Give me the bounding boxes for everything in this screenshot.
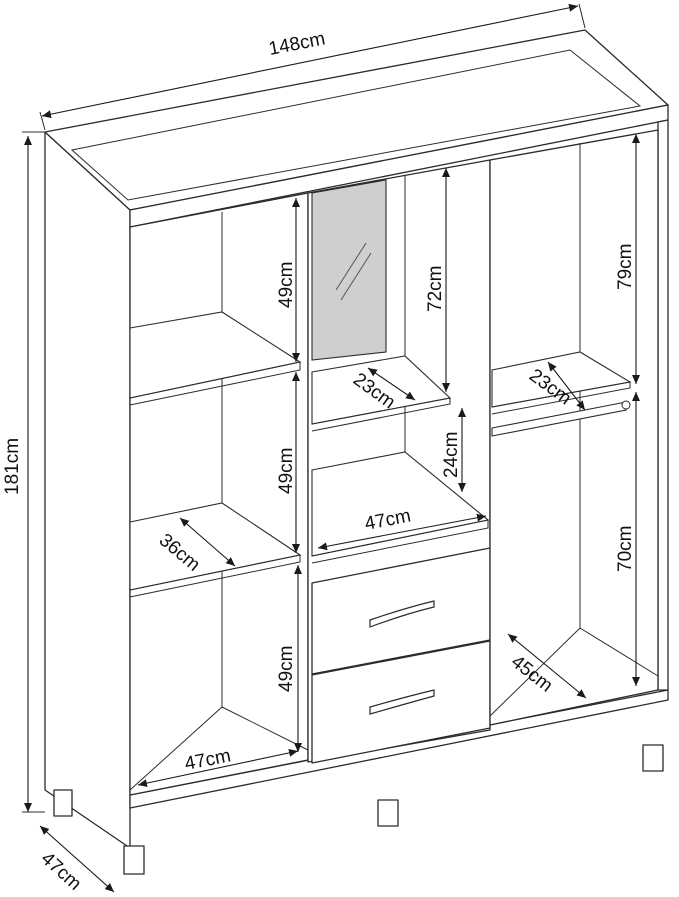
foot-front-left <box>123 845 145 875</box>
label-width: 148cm <box>267 28 327 59</box>
right-compartment-frame <box>489 129 659 726</box>
hanging-rod <box>491 401 627 437</box>
label-left-upper-niche: 49cm <box>276 262 297 308</box>
drawer-handle-upper <box>369 600 435 628</box>
drawer-handle-lower <box>369 689 435 715</box>
label-right-upper-height: 79cm <box>615 244 636 290</box>
label-height: 181cm <box>2 438 23 495</box>
right-side-panel <box>657 119 669 691</box>
foot-front-right <box>642 744 664 772</box>
dimension-lines <box>22 3 640 893</box>
foot-back-left <box>53 789 73 817</box>
label-center-niche-height: 24cm <box>441 432 462 478</box>
wardrobe-body <box>44 29 669 875</box>
label-center-upper-height: 72cm <box>425 266 446 312</box>
label-depth: 47cm <box>37 848 86 895</box>
left-side-panel <box>44 131 131 849</box>
label-left-middle-niche: 49cm <box>276 448 297 494</box>
label-right-hanging-height: 70cm <box>615 526 636 572</box>
label-left-lower-niche: 49cm <box>276 646 297 692</box>
foot-front-center <box>377 799 399 827</box>
